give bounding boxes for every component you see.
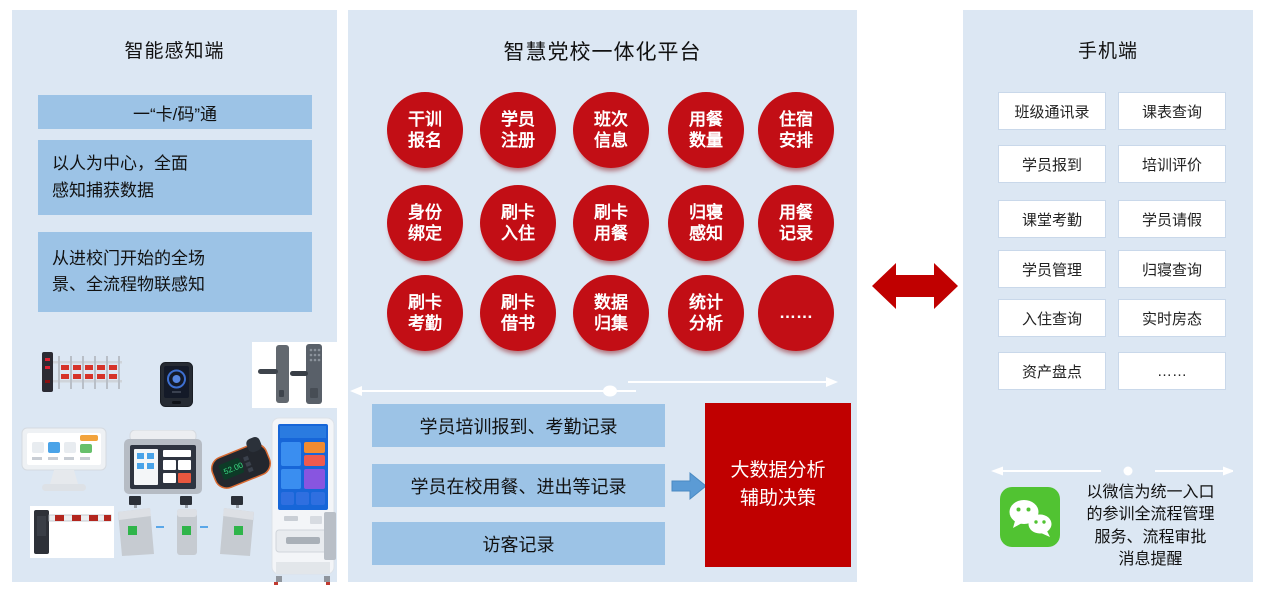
mobile-feature-training-review: 培训评价 (1118, 145, 1226, 183)
module-circle-guiqin-ganzhi: 归寝 感知 (668, 185, 744, 261)
self-service-kiosk-image (262, 416, 344, 586)
module-circle-shuaka-yongcan: 刷卡 用餐 (573, 185, 649, 261)
mobile-feature-student-leave: 学员请假 (1118, 200, 1226, 238)
bidirectional-sync-arrow-icon (872, 263, 958, 309)
big-data-analysis-box: 大数据分析 辅助决策 (705, 403, 851, 567)
mobile-feature-ellipsis: …… (1118, 352, 1226, 390)
data-flow-arrows-icon (348, 376, 857, 402)
module-circle-shuju-guiji: 数据 归集 (573, 275, 649, 351)
training-attendance-record-box: 学员培训报到、考勤记录 (372, 404, 665, 447)
dining-access-record-box: 学员在校用餐、进出等记录 (372, 464, 665, 507)
mobile-panel: 手机端 班级通讯录 课表查询 学员报到 培训评价 课堂考勤 学员请假 学员管理 … (963, 10, 1253, 582)
handheld-pos-terminal-image: 52.00 (208, 434, 274, 498)
tablet-pos-terminal-image (122, 430, 204, 496)
visitor-record-box: 访客记录 (372, 522, 665, 565)
module-circle-yongcan-jilu: 用餐 记录 (758, 185, 834, 261)
wechat-entry-note: 以微信为统一入口 的参训全流程管理 服务、流程审批 消息提醒 (1086, 484, 1215, 569)
platform-panel-title: 智慧党校一体化平台 (503, 41, 702, 64)
mobile-flow-arrows-icon (983, 464, 1233, 478)
module-circle-ganxun-baoming: 干训 报名 (387, 92, 463, 168)
module-circle-ellipsis: …… (758, 275, 834, 351)
sensing-panel: 智能感知端 一“卡/码”通 以人为中心，全面 感知捕获数据 从进校门开始的全场 … (12, 10, 342, 585)
wechat-icon (1000, 487, 1060, 547)
module-circle-yongcan-shuliang: 用餐 数量 (668, 92, 744, 168)
mobile-feature-class-contacts: 班级通讯录 (998, 92, 1106, 130)
mobile-panel-title: 手机端 (1077, 41, 1138, 62)
mobile-feature-timetable-query: 课表查询 (1118, 92, 1226, 130)
mobile-feature-student-checkin: 学员报到 (998, 145, 1106, 183)
module-circle-banci-xinxi: 班次 信息 (573, 92, 649, 168)
mobile-feature-room-status: 实时房态 (1118, 299, 1226, 337)
person-centric-box: 以人为中心，全面 感知捕获数据 (38, 140, 312, 215)
mobile-feature-student-manage: 学员管理 (998, 250, 1106, 288)
parking-barrier-gate-image (30, 506, 114, 558)
mobile-feature-dorm-query: 归寝查询 (1118, 250, 1226, 288)
module-circle-xueyuan-zhuce: 学员 注册 (480, 92, 556, 168)
mobile-feature-checkin-query: 入住查询 (998, 299, 1106, 337)
module-circle-tongji-fenxi: 统计 分析 (668, 275, 744, 351)
mobile-feature-asset-inventory: 资产盘点 (998, 352, 1106, 390)
module-circle-shuaka-kaoqin: 刷卡 考勤 (387, 275, 463, 351)
one-card-box: 一“卡/码”通 (38, 95, 312, 129)
desktop-check-in-terminal-image (20, 426, 108, 494)
module-circle-shuaka-ruzhu: 刷卡 入住 (480, 185, 556, 261)
module-circle-shenfen-bangding: 身份 绑定 (387, 185, 463, 261)
module-circle-zhusu-anpai: 住宿 安排 (758, 92, 834, 168)
iot-sensing-box: 从进校门开始的全场 景、全流程物联感知 (38, 232, 312, 312)
face-recognition-terminal-image (160, 362, 193, 407)
fence-barrier-gate-image (40, 350, 124, 394)
mobile-feature-class-attendance: 课堂考勤 (998, 200, 1106, 238)
platform-panel: 智慧党校一体化平台 干训 报名 学员 注册 班次 信息 用餐 数量 住宿 安排 … (348, 10, 857, 582)
flow-arrow-icon (671, 468, 707, 504)
turnstile-gates-image (116, 496, 258, 558)
sensing-panel-title: 智能感知端 (124, 41, 225, 62)
smart-door-locks-image (252, 342, 342, 408)
module-circle-shuaka-jieshu: 刷卡 借书 (480, 275, 556, 351)
